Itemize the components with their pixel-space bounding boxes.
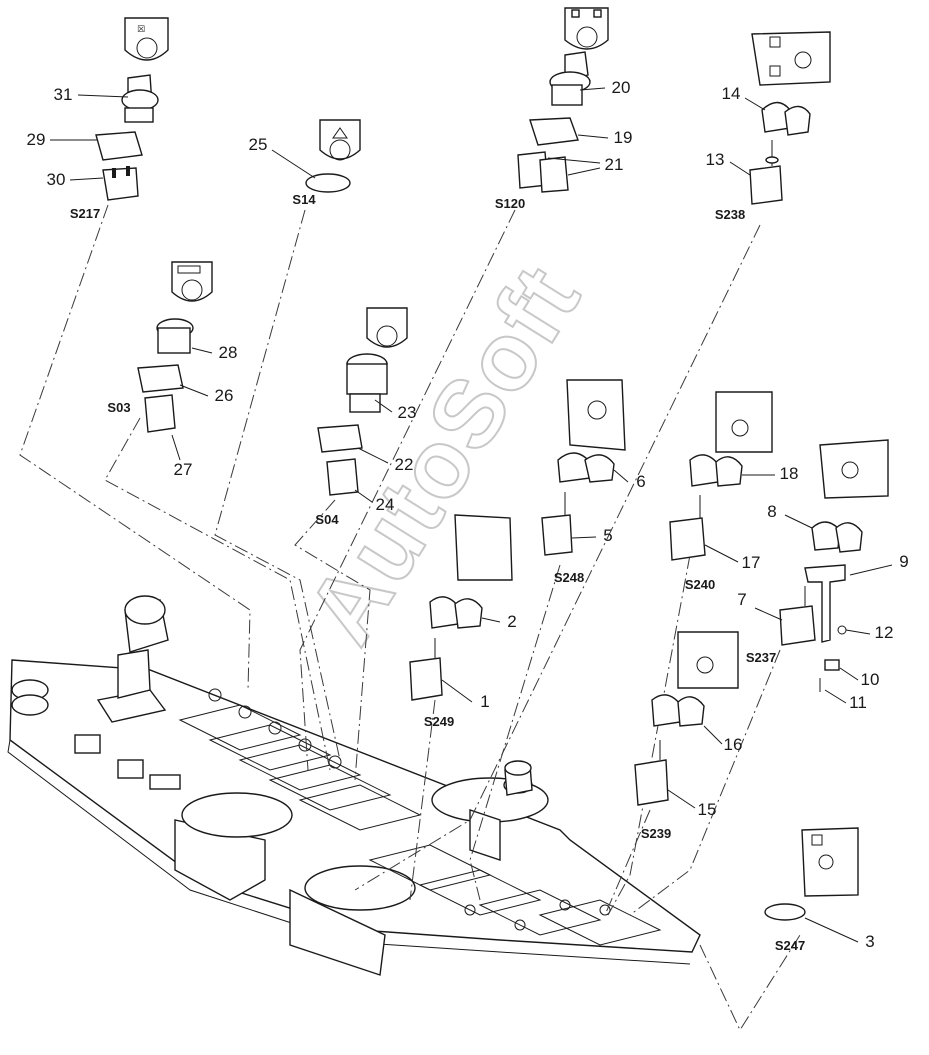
svg-text:☒: ☒ (137, 25, 145, 35)
switch-code-label: S237 (746, 650, 776, 665)
lower-housing-right (289, 888, 386, 976)
part-number-label: 19 (614, 128, 633, 147)
part-number-label: 11 (849, 693, 867, 712)
switch-code-label: S240 (685, 577, 715, 592)
part-number-label: 29 (27, 130, 46, 149)
part-number-label: 18 (780, 464, 799, 483)
part-number-label: 10 (861, 670, 880, 689)
s247-indicator (764, 827, 859, 921)
s14-indicator (305, 119, 361, 193)
part-number-label: 22 (395, 455, 414, 474)
assembly-lines (19, 204, 801, 1032)
part-number-label: 3 (865, 932, 874, 951)
switch-code-label: S238 (715, 207, 745, 222)
part-number-label: 26 (215, 386, 234, 405)
part-number-label: 25 (249, 135, 268, 154)
part-number-label: 21 (605, 155, 624, 174)
leader-lines (50, 87, 893, 943)
part-number-label: 6 (636, 472, 645, 491)
part-number-label: 17 (742, 553, 761, 572)
part-number-label: 14 (722, 84, 741, 103)
part-number-label: 13 (706, 150, 725, 169)
part-number-label: 8 (767, 502, 776, 521)
s248-toggle-switch (541, 379, 626, 556)
switch-plate-grid (178, 688, 662, 946)
part-number-label: 7 (737, 590, 746, 609)
console-base (7, 595, 701, 976)
switch-code-label: S217 (70, 206, 100, 221)
s240-toggle-switch (669, 391, 773, 561)
switch-code-label: S120 (495, 196, 525, 211)
part-number-label: 15 (698, 800, 717, 819)
part-number-label: 1 (480, 692, 489, 711)
switch-code-label: S239 (641, 826, 671, 841)
recess-right (304, 865, 416, 911)
part-number-label: 24 (376, 495, 395, 514)
switch-code-label: S249 (424, 714, 454, 729)
switch-code-label: S248 (554, 570, 584, 585)
part-number-label: 31 (54, 85, 73, 104)
rotary-dial (431, 760, 549, 861)
s237-toggle-switch (779, 439, 889, 692)
switch-code-label: S247 (775, 938, 805, 953)
part-number-labels: 1235678910111213141516171819202122232425… (27, 78, 909, 951)
s239-toggle-switch (634, 631, 739, 806)
switch-code-label: S14 (292, 192, 316, 207)
s217-selector-switch: ☒ (95, 17, 169, 201)
part-number-label: 2 (507, 612, 516, 631)
part-number-label: 12 (875, 623, 894, 642)
part-number-label: 9 (899, 552, 908, 571)
part-number-label: 5 (603, 526, 612, 545)
left-knobs (11, 679, 181, 790)
part-number-label: 16 (724, 735, 743, 754)
joystick (96, 595, 169, 723)
part-number-label: 27 (174, 460, 193, 479)
switch-code-label: S03 (107, 400, 130, 415)
s03-pushbutton (137, 261, 213, 433)
part-number-label: 28 (219, 343, 238, 362)
part-number-label: 20 (612, 78, 631, 97)
part-number-label: 23 (398, 403, 417, 422)
s238-toggle-switch (749, 31, 831, 205)
s04-key-switch (317, 307, 408, 496)
s120-selector-switch (517, 7, 609, 193)
part-number-label: 30 (47, 170, 66, 189)
switch-code-label: S04 (315, 512, 339, 527)
recess-left (181, 792, 293, 838)
s249-toggle-switch (409, 514, 513, 701)
